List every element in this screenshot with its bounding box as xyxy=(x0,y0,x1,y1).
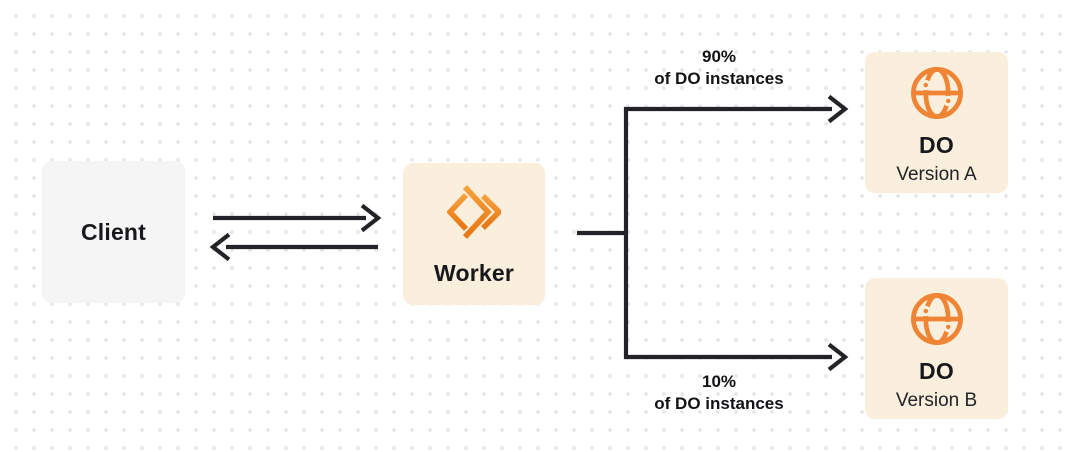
branch-top-caption: of DO instances xyxy=(654,69,784,88)
durable-object-globe-icon xyxy=(909,65,965,121)
worker-node: Worker xyxy=(403,163,545,305)
do-version-a-node: DO Version A xyxy=(865,52,1008,193)
split-junction-line xyxy=(577,107,629,359)
do-version-a-subtitle: Version A xyxy=(896,164,977,185)
do-version-a-title: DO xyxy=(918,132,955,158)
client-node: Client xyxy=(42,161,185,303)
do-version-b-subtitle: Version B xyxy=(895,390,978,411)
branch-bottom-caption: of DO instances xyxy=(654,394,784,413)
arrow-client-to-worker xyxy=(213,203,382,233)
durable-object-globe-icon xyxy=(909,291,965,347)
branch-label-90-percent: 90% of DO instances xyxy=(614,46,824,90)
client-label: Client xyxy=(80,218,147,245)
cloudflare-workers-icon xyxy=(447,184,501,240)
arrow-worker-to-client xyxy=(209,232,378,262)
arrow-to-do-version-a xyxy=(624,94,849,124)
arrow-to-do-version-b xyxy=(624,342,849,372)
do-version-b-title: DO xyxy=(918,358,955,384)
do-version-b-node: DO Version B xyxy=(865,278,1008,419)
branch-top-percent: 90% xyxy=(701,47,737,66)
branch-label-10-percent: 10% of DO instances xyxy=(614,371,824,415)
worker-label: Worker xyxy=(433,259,515,286)
branch-bottom-percent: 10% xyxy=(701,372,737,391)
